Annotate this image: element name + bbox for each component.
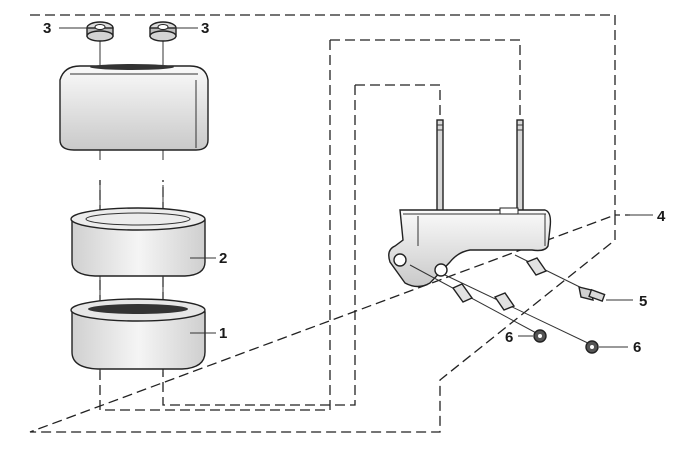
- callout-5: 5: [639, 293, 647, 310]
- assembly-axis-b: [444, 274, 593, 346]
- seat-bracket: [388, 119, 552, 288]
- assembly-boundary: [29, 14, 630, 433]
- sleeve-a: [451, 283, 474, 303]
- top-cover: [59, 64, 209, 151]
- callout-4: 4: [657, 208, 666, 225]
- nut-6-b: [585, 340, 599, 354]
- nut-right: [149, 21, 177, 42]
- bolt-5: [578, 286, 606, 303]
- callout-6-b: 6: [633, 339, 641, 356]
- sleeve-c: [525, 257, 548, 276]
- callout-3-right: 3: [201, 20, 209, 37]
- lower-holder: [70, 298, 206, 370]
- sleeve-b: [493, 292, 516, 311]
- nut-left: [86, 21, 114, 42]
- callout-1: 1: [219, 325, 227, 342]
- callout-2: 2: [219, 250, 227, 267]
- assembly-axis-a: [409, 264, 541, 336]
- spacer-ring: [70, 207, 206, 277]
- callout-3-left: 3: [43, 20, 51, 37]
- callout-6-a: 6: [505, 329, 513, 346]
- nut-6-a: [533, 329, 547, 343]
